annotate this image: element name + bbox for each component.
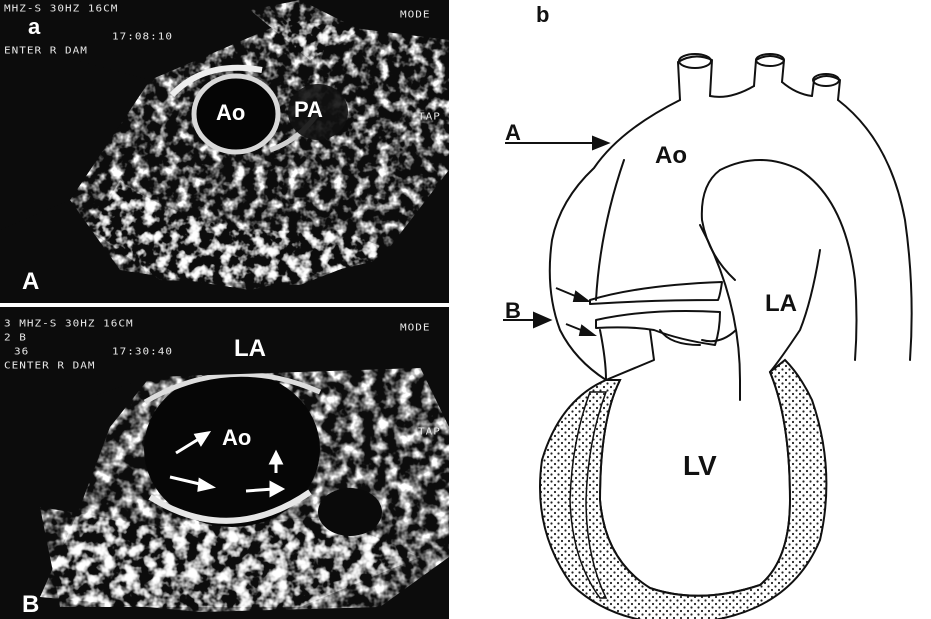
overlay-tap: TAP: [418, 111, 441, 122]
overlay-num-b: 36: [14, 346, 29, 357]
diagram-label-ao: Ao: [655, 142, 687, 170]
heart-drawing: [449, 0, 931, 619]
vessel-3: [812, 76, 840, 100]
overlay-line2-b: 2 B: [4, 332, 27, 343]
label-ao-echo: Ao: [222, 425, 251, 451]
echo-speckle-b: [0, 307, 449, 619]
panel-label-b: b: [536, 2, 549, 28]
diagram-label-la: LA: [765, 290, 797, 318]
vessel-1: [678, 56, 712, 100]
label-ao-top: Ao: [216, 100, 245, 126]
echo-image-short-axis-a: MHZ-S 30HZ 16CM 17:08:10 ENTER R DAM MOD…: [0, 0, 449, 303]
overlay-center: ENTER R DAM: [4, 45, 88, 56]
overlay-center-b: CENTER R DAM: [4, 360, 95, 371]
overlay-scan-settings: MHZ-S 30HZ 16CM: [4, 3, 118, 14]
label-pa: PA: [294, 97, 323, 123]
overlay-time: 17:08:10: [112, 31, 173, 42]
view-letter-a: A: [22, 268, 39, 296]
label-la-echo: LA: [234, 335, 266, 363]
overlay-scan-settings-b: 3 MHZ-S 30HZ 16CM: [4, 318, 134, 329]
overlay-time-b: 17:30:40: [112, 346, 173, 357]
echo-image-short-axis-b: 3 MHZ-S 30HZ 16CM 2 B 36 17:30:40 CENTER…: [0, 307, 449, 619]
panel-label-a: a: [28, 14, 40, 40]
heart-diagram: b A B Ao LA LV: [449, 0, 931, 619]
overlay-tap-b: TAP: [418, 426, 441, 437]
view-letter-b: B: [22, 591, 39, 619]
vessel-2: [754, 56, 784, 86]
arrow-label-b: B: [505, 298, 521, 324]
diagram-label-lv: LV: [683, 450, 717, 482]
overlay-mode: MODE: [400, 9, 431, 20]
arrow-label-a: A: [505, 120, 521, 146]
overlay-mode-b: MODE: [400, 322, 431, 333]
